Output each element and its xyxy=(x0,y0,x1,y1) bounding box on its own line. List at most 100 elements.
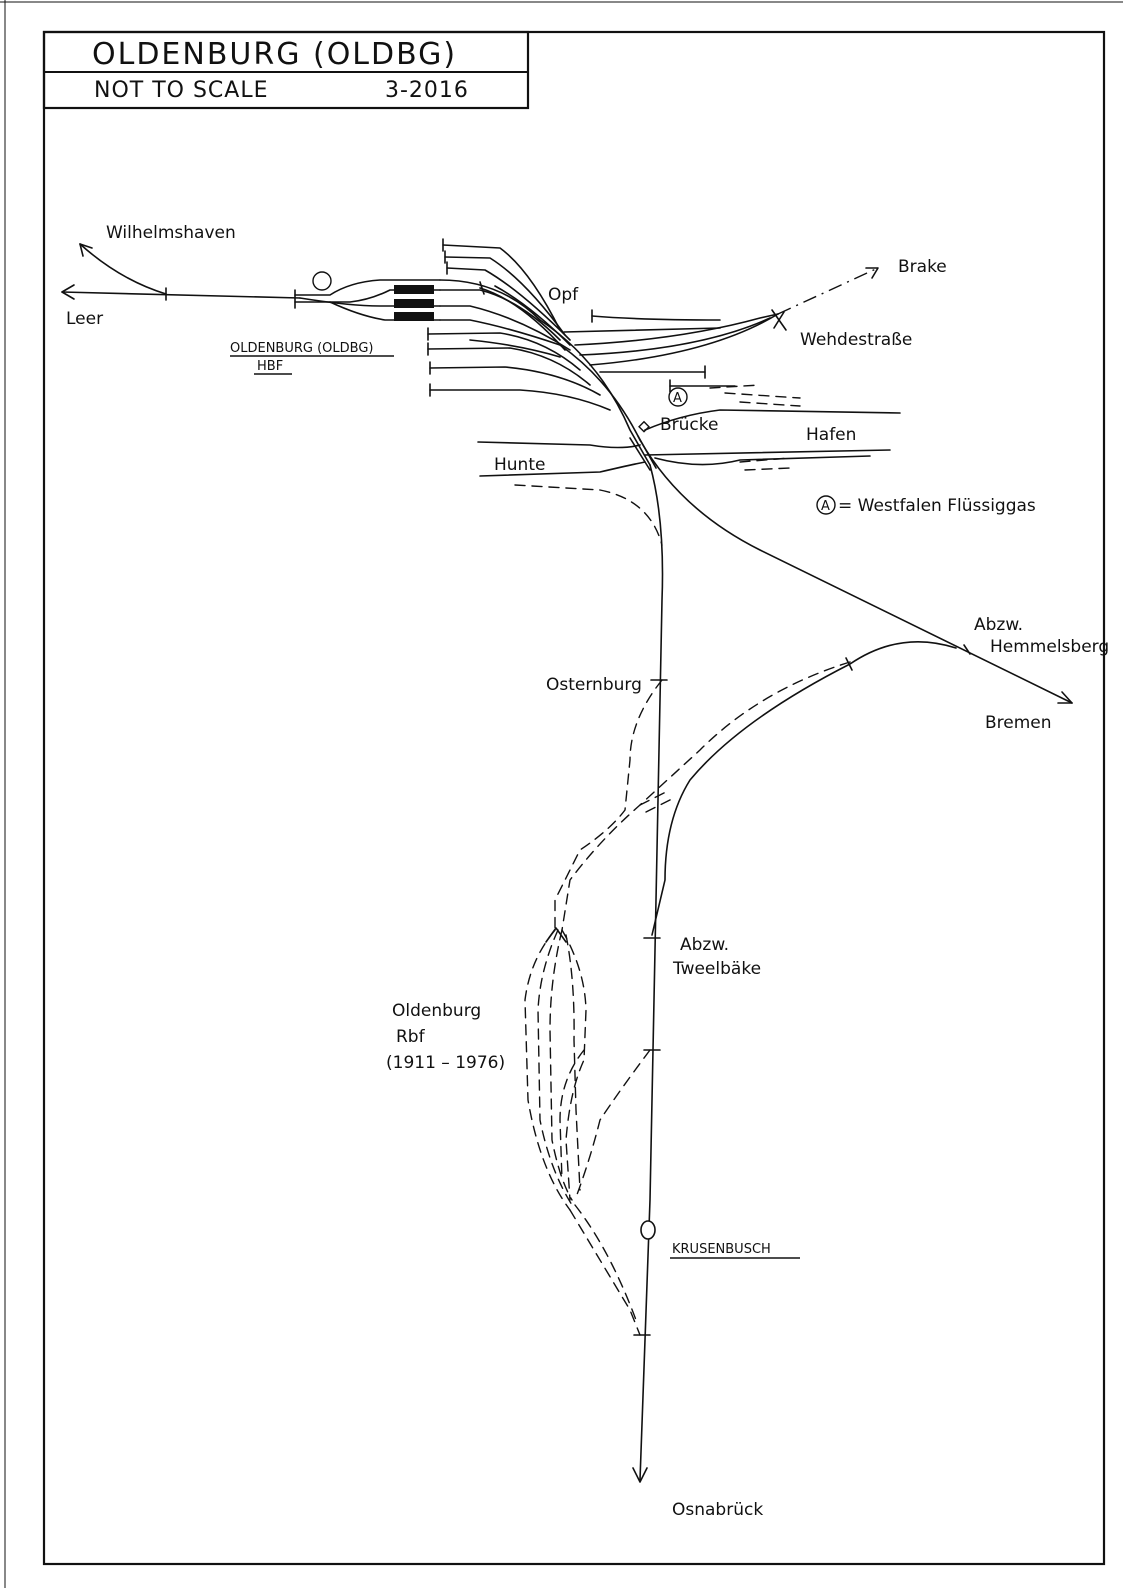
track-leer xyxy=(61,291,301,299)
legend-marker-letter: A xyxy=(821,499,830,514)
gas-marker-letter: A xyxy=(673,391,682,406)
track-hbf-4 xyxy=(329,301,441,321)
track-bremen xyxy=(639,439,1073,704)
arrow-brake xyxy=(865,267,879,279)
diagram-date: 3-2016 xyxy=(385,78,469,103)
track-wehdestrasse-1 xyxy=(574,313,779,346)
track-hemmelsberg-curve xyxy=(651,640,957,936)
label-rbf-3: (1911 – 1976) xyxy=(386,1053,505,1073)
track-hbf-1 xyxy=(294,279,441,296)
marker-hemmelsberg xyxy=(963,644,971,655)
rbf-yard-3 xyxy=(549,929,573,1201)
label-bruecke: Brücke xyxy=(660,415,718,435)
track-hbf-3 xyxy=(299,297,441,307)
title-box xyxy=(42,30,530,110)
rbf-link-south-tweelbaeke xyxy=(574,1049,651,1201)
label-osnabrueck: Osnabrück xyxy=(672,1500,763,1520)
track-wehdestrasse-2 xyxy=(579,317,771,356)
page-frame xyxy=(42,30,1106,1566)
track-gas-dash-2 xyxy=(724,392,801,399)
diagram-title: OLDENBURG (OLDBG) xyxy=(92,37,457,72)
rbf-link-north-2 xyxy=(561,661,851,931)
label-wilhelmshaven: Wilhelmshaven xyxy=(106,223,236,243)
arrow-bremen xyxy=(1057,691,1073,704)
label-abzw-tweelbaeke-2: Tweelbäke xyxy=(672,959,761,979)
track-brake xyxy=(777,267,879,315)
label-rbf-2: Rbf xyxy=(396,1027,426,1047)
label-hunte: Hunte xyxy=(494,455,545,475)
arrow-wilhelmshaven xyxy=(79,243,93,257)
siding-n-1 xyxy=(442,244,561,331)
bridge-marker xyxy=(638,420,650,433)
legend-text: = Westfalen Flüssiggas xyxy=(838,496,1036,516)
label-krusenbusch: KRUSENBUSCH xyxy=(672,1242,771,1257)
rbf-yard-6 xyxy=(559,1049,585,1181)
label-opf: Opf xyxy=(548,285,579,305)
track-gas-dash-1 xyxy=(709,384,761,389)
rbf-link-south-1 xyxy=(569,1209,641,1336)
turntable-icon xyxy=(312,271,332,291)
platform-3 xyxy=(394,312,434,321)
track-hafen-2 xyxy=(644,449,891,456)
rbf-yard-4 xyxy=(561,929,587,1201)
siding-w-3 xyxy=(429,366,601,396)
label-osternburg: Osternburg xyxy=(546,675,642,695)
siding-n-3 xyxy=(446,267,571,341)
siding-w-5 xyxy=(469,339,561,358)
track-disused-hunte xyxy=(514,484,663,546)
track-hbf-east-4 xyxy=(439,319,561,346)
siding-w-2 xyxy=(427,347,591,386)
track-hafen-1 xyxy=(644,409,901,431)
label-bremen: Bremen xyxy=(985,713,1052,733)
siding-w-4 xyxy=(429,389,611,411)
gas-marker-icon xyxy=(668,387,688,407)
track-hafen-dash xyxy=(739,457,791,471)
rbf-link-north-1 xyxy=(554,679,663,931)
rbf-yard-1 xyxy=(524,929,571,1211)
station-krusenbusch xyxy=(640,1220,656,1240)
crossing-wehdestrasse xyxy=(771,309,787,331)
track-main-junction-2 xyxy=(559,344,641,441)
legend-marker-icon xyxy=(816,495,836,515)
label-leer: Leer xyxy=(66,309,103,329)
platform-2 xyxy=(394,299,434,308)
scale-note: NOT TO SCALE xyxy=(94,78,269,103)
track-wehdestrasse-siding xyxy=(563,327,721,333)
siding-opf-1 xyxy=(479,287,566,351)
siding-n-2 xyxy=(444,256,566,336)
label-hafen: Hafen xyxy=(806,425,856,445)
platform-1 xyxy=(394,285,434,294)
track-main-junction xyxy=(539,319,651,466)
track-marker xyxy=(845,657,853,671)
label-abzw-hemmelsberg-1: Abzw. xyxy=(974,615,1023,635)
label-abzw-tweelbaeke-1: Abzw. xyxy=(680,935,729,955)
arrow-leer xyxy=(61,284,75,300)
rbf-yard-5 xyxy=(565,934,581,1191)
labels: Wilhelmshaven Leer OLDENBURG (OLDBG) HBF… xyxy=(66,223,1109,1520)
rbf-crossing xyxy=(639,789,677,813)
track-hafen-3 xyxy=(654,455,871,466)
river-hunte-south xyxy=(479,461,646,477)
title-block: OLDENBURG (OLDBG) NOT TO SCALE 3-2016 xyxy=(42,30,530,110)
track-hbf-2 xyxy=(294,289,441,303)
label-brake: Brake xyxy=(898,257,947,277)
label-abzw-hemmelsberg-2: Hemmelsberg xyxy=(990,637,1109,657)
track-main-south xyxy=(639,464,664,1481)
track-gas-dash-3 xyxy=(739,401,801,407)
buffer-stop xyxy=(479,281,485,295)
arrow-osnabrueck xyxy=(632,1467,648,1483)
rbf-yard-2 xyxy=(537,929,573,1206)
label-rbf-1: Oldenburg xyxy=(392,1001,481,1021)
track-wehdestrasse-3 xyxy=(589,313,779,366)
river-hunte-north xyxy=(477,441,641,449)
track-wilhelmshaven xyxy=(79,243,167,295)
tracks xyxy=(61,238,1073,1483)
label-wehdestrasse: Wehdestraße xyxy=(800,330,912,350)
label-station-main: OLDENBURG (OLDBG) xyxy=(230,341,374,356)
track-hbf-east-1 xyxy=(439,279,541,321)
rbf-link-south-2 xyxy=(574,1204,637,1321)
label-station-main-sub: HBF xyxy=(257,359,283,374)
siding-w-1 xyxy=(427,332,581,371)
track-wehdestrasse-siding-2 xyxy=(591,315,721,321)
